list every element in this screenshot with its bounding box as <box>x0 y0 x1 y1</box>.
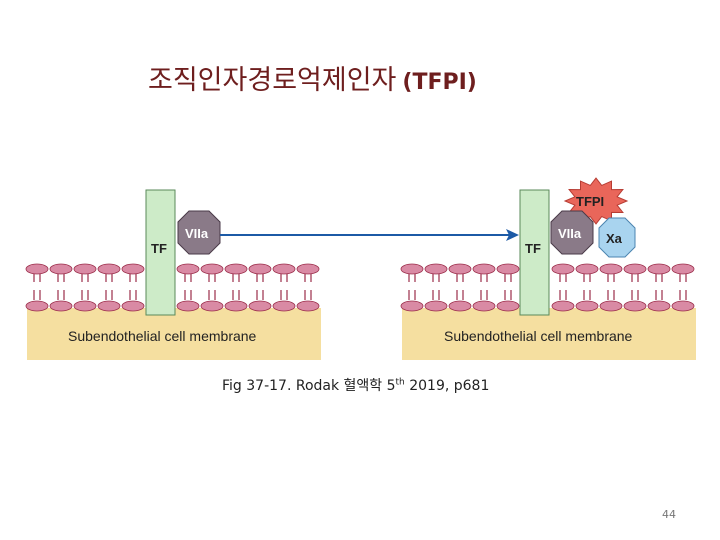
lipid-head <box>472 300 496 312</box>
lipid-head <box>176 300 200 312</box>
caption-suffix: 2019, p681 <box>404 378 490 394</box>
slide-title: 조직인자경로억제인자(TFPI) <box>148 58 477 97</box>
left-panel: Subendothelial cell membrane TF VIIa <box>25 189 321 360</box>
lipid-head <box>448 300 472 312</box>
lipid-head <box>296 300 320 312</box>
lipid-head <box>97 263 121 275</box>
left-tf-protein <box>145 189 176 316</box>
lipid-head <box>97 300 121 312</box>
lipid-head <box>121 300 145 312</box>
lipid-head <box>400 300 424 312</box>
lipid-head <box>224 263 248 275</box>
transition-arrow-head <box>506 229 519 241</box>
lipid-head <box>472 263 496 275</box>
lipid-head <box>551 263 575 275</box>
lipid-head <box>400 263 424 275</box>
right-tf-label: TF <box>525 241 541 256</box>
lipid-head <box>25 300 49 312</box>
lipid-head <box>25 263 49 275</box>
xa-label: Xa <box>606 231 623 246</box>
lipid-head <box>448 263 472 275</box>
left-membrane-base <box>27 308 321 360</box>
lipid-head <box>272 263 296 275</box>
lipid-head <box>599 263 623 275</box>
left-tf-label: TF <box>151 241 167 256</box>
lipid-head <box>224 300 248 312</box>
figure-caption: Fig 37-17. Rodak 혈액학 5th 2019, p681 <box>222 375 489 395</box>
lipid-head <box>176 263 200 275</box>
lipid-head <box>671 300 695 312</box>
tfpi-label: TFPI <box>576 194 604 209</box>
lipid-head <box>551 300 575 312</box>
right-tf-protein <box>519 189 550 316</box>
right-membrane-label: Subendothelial cell membrane <box>444 328 633 344</box>
lipid-head <box>200 263 224 275</box>
lipid-head <box>424 300 448 312</box>
lipid-head <box>49 300 73 312</box>
right-lipid-bilayer <box>400 263 695 312</box>
lipid-head <box>623 263 647 275</box>
lipid-head <box>623 300 647 312</box>
lipid-head <box>575 300 599 312</box>
lipid-head <box>496 263 520 275</box>
lipid-head <box>671 263 695 275</box>
left-membrane-label: Subendothelial cell membrane <box>68 328 257 344</box>
xa-factor <box>598 217 636 258</box>
lipid-head <box>248 300 272 312</box>
lipid-head <box>73 300 97 312</box>
left-lipid-bilayer <box>25 263 320 312</box>
title-korean: 조직인자경로억제인자 <box>148 65 397 96</box>
right-panel: Subendothelial cell membrane TF TFPI VII… <box>400 177 696 360</box>
lipid-head <box>647 300 671 312</box>
right-membrane-base <box>402 308 696 360</box>
left-viia-factor <box>177 210 221 255</box>
lipid-head <box>575 263 599 275</box>
lipid-head <box>424 263 448 275</box>
lipid-head <box>121 263 145 275</box>
lipid-head <box>496 300 520 312</box>
title-acronym: (TFPI) <box>402 70 477 95</box>
caption-prefix: Fig 37-17. Rodak 혈액학 5 <box>222 378 396 394</box>
lipid-head <box>599 300 623 312</box>
lipid-head <box>248 263 272 275</box>
right-viia-label: VIIa <box>558 226 582 241</box>
lipid-head <box>200 300 224 312</box>
lipid-head <box>49 263 73 275</box>
page-number: 44 <box>662 508 676 521</box>
lipid-head <box>647 263 671 275</box>
lipid-head <box>73 263 97 275</box>
left-viia-label: VIIa <box>185 226 209 241</box>
right-viia-factor <box>550 210 594 255</box>
caption-superscript: th <box>395 377 405 388</box>
lipid-head <box>296 263 320 275</box>
lipid-head <box>272 300 296 312</box>
